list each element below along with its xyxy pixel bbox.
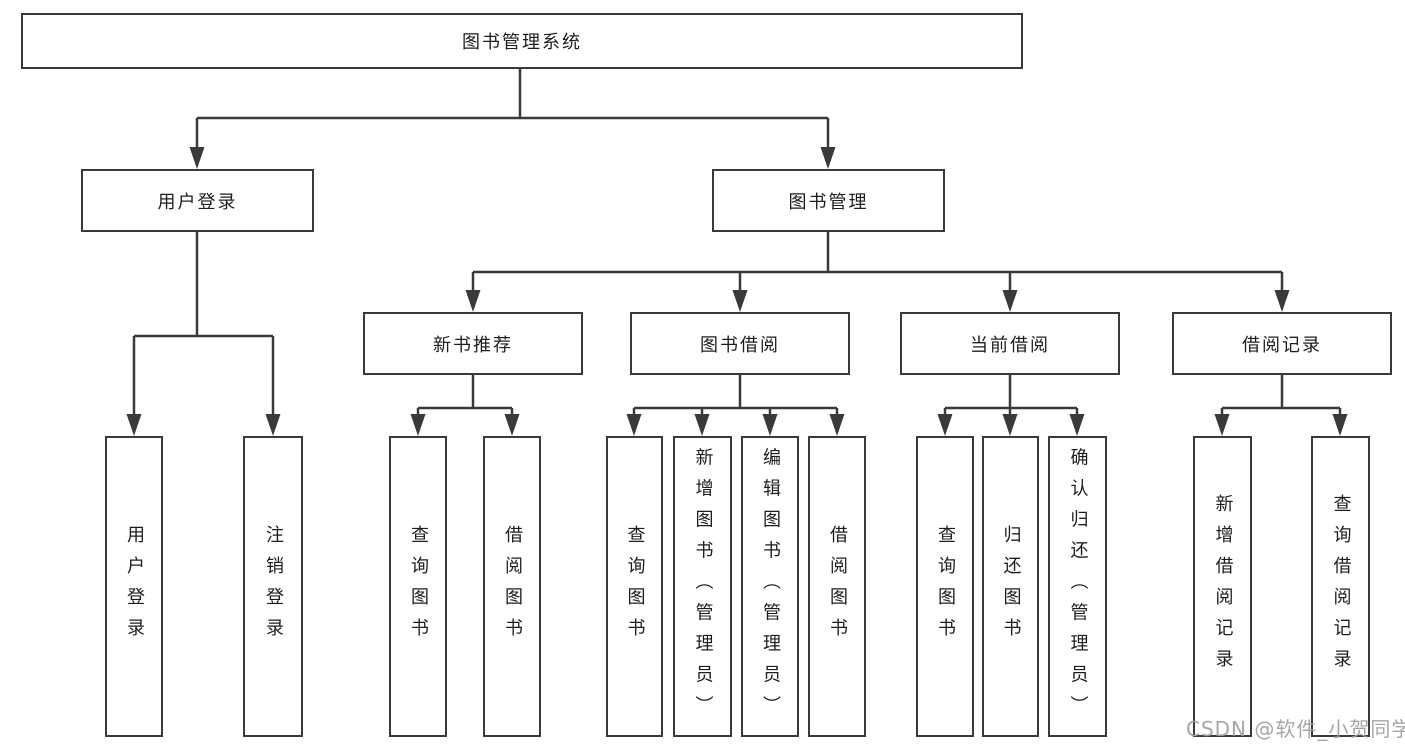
node-current-borrowing-label: 当前借阅 [970,334,1050,356]
node-book-management: 图书管理 [712,169,945,232]
leaf-query-books-current: 查询图书 [916,436,974,737]
leaf-add-borrow-record-label: 新增借阅记录 [1212,493,1234,680]
arrowheads [126,147,1348,436]
leaf-query-borrow-record: 查询借阅记录 [1311,436,1370,737]
leaf-add-book-admin-label: 新增图书（管理员） [692,447,714,726]
leaf-add-borrow-record: 新增借阅记录 [1193,436,1252,737]
leaf-query-borrow-record-label: 查询借阅记录 [1330,493,1352,680]
node-book-borrowing: 图书借阅 [630,312,850,375]
leaf-borrow-books-borrowing: 借阅图书 [808,436,866,737]
node-root-system-label: 图书管理系统 [462,32,582,53]
leaf-borrow-books-recommend-label: 借阅图书 [502,524,523,649]
leaf-query-books-recommend-label: 查询图书 [408,524,429,649]
node-new-book-recommend: 新书推荐 [363,312,583,375]
leaf-query-books-current-label: 查询图书 [935,524,956,649]
leaf-edit-book-admin: 编辑图书（管理员） [741,436,799,737]
node-current-borrowing: 当前借阅 [900,312,1120,375]
tree-edges [132,69,1342,417]
leaf-confirm-return-admin: 确认归还（管理员） [1048,436,1107,737]
leaf-return-book-label: 归还图书 [1000,524,1022,649]
leaf-user-login-label: 用户登录 [124,524,145,649]
node-borrowing-records: 借阅记录 [1172,312,1392,375]
leaf-add-book-admin: 新增图书（管理员） [673,436,732,737]
csdn-watermark: CSDN @软件_小贺同学 [1186,717,1405,741]
leaf-query-books-borrowing-label: 查询图书 [624,524,646,649]
node-book-management-label: 图书管理 [788,191,869,213]
leaf-logout-label: 注销登录 [263,524,284,649]
node-book-borrowing-label: 图书借阅 [700,334,780,356]
leaf-edit-book-admin-label: 编辑图书（管理员） [760,447,781,726]
leaf-borrow-books-borrowing-label: 借阅图书 [827,524,848,649]
leaf-query-books-borrowing: 查询图书 [606,436,663,737]
node-root-system: 图书管理系统 [21,13,1023,69]
node-user-login-label: 用户登录 [157,191,238,213]
leaf-logout: 注销登录 [243,436,303,737]
node-borrowing-records-label: 借阅记录 [1242,334,1322,356]
node-user-login: 用户登录 [81,169,314,232]
leaf-confirm-return-admin-label: 确认归还（管理员） [1067,447,1089,726]
leaf-query-books-recommend: 查询图书 [389,436,447,737]
leaf-user-login: 用户登录 [105,436,163,737]
node-new-book-recommend-label: 新书推荐 [433,334,513,356]
leaf-return-book: 归还图书 [982,436,1039,737]
leaf-borrow-books-recommend: 借阅图书 [483,436,541,737]
